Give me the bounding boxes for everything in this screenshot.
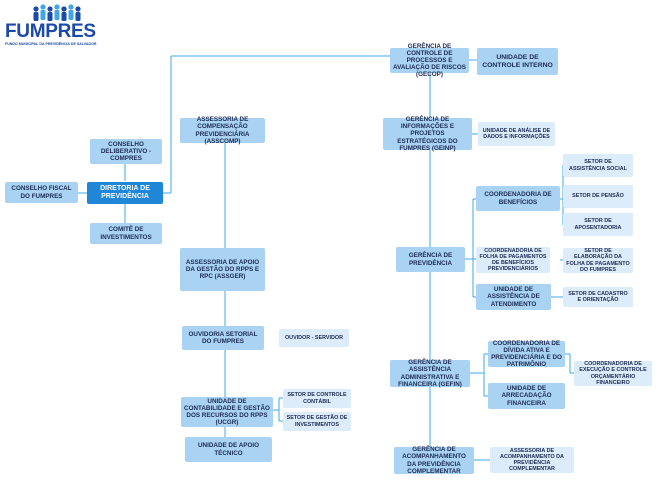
gerencia-complementar-box: GERÊNCIA DE ACOMPANHAMENTO DA PREVIDÊNCI… xyxy=(394,446,474,475)
asscomp-box: ASSESSORIA DE COMPENSAÇÃO PREVIDENCIÁRIA… xyxy=(180,116,265,145)
geinp-box: GERÊNCIA DE INFORMAÇÕES E PROJETOS ESTRA… xyxy=(383,116,472,152)
fumpres-logo xyxy=(33,4,81,21)
coord-orcamentaria-box: COORDENADORIA DE EXECUÇÃO E CONTROLE ORÇ… xyxy=(574,361,652,386)
gecop-box: GERÊNCIA DE CONTROLE DE PROCESSOS E AVAL… xyxy=(390,43,469,78)
gefin-box: GERÊNCIA DE ASSISTÊNCIA ADMINISTRATIVA E… xyxy=(390,359,470,388)
gerencia-previdencia-box: GERÊNCIA DE PREVIDÊNCIA xyxy=(396,247,465,272)
ouvidor-box: OUVIDOR - SERVIDOR xyxy=(279,329,349,347)
setor-assistencia-social-box: SETOR DE ASSISTÊNCIA SOCIAL xyxy=(563,154,633,177)
ucgr-box: UNIDADE DE CONTABILIDADE E GESTÃO DOS RE… xyxy=(181,397,273,427)
comite-box: COMITÊ DE INVESTIMENTOS xyxy=(90,223,162,244)
assessoria-complementar-box: ASSESSORIA DE ACOMPANHAMENTO DA PREVIDÊN… xyxy=(490,447,574,473)
conselho-fiscal-box: CONSELHO FISCAL DO FUMPRES xyxy=(5,182,78,203)
unidade-arrecadacao-box: UNIDADE DE ARRECADAÇÃO FINANCEIRA xyxy=(488,383,565,409)
controle-interno-box: UNIDADE DE CONTROLE INTERNO xyxy=(477,48,558,75)
apoio-tecnico-box: UNIDADE DE APOIO TÉCNICO xyxy=(185,437,272,462)
setor-folha-box: SETOR DE ELABORAÇÃO DA FOLHA DE PAGAMENT… xyxy=(563,248,633,273)
assger-box: ASSESSORIA DE APOIO DA GESTÃO DO RPPS E … xyxy=(180,248,265,291)
coord-beneficios-box: COORDENADORIA DE BENEFÍCIOS xyxy=(476,186,560,211)
logo-title: FUMPRES xyxy=(5,21,96,42)
setor-investimentos-box: SETOR DE GESTÃO DE INVESTIMENTOS xyxy=(283,412,351,431)
setor-aposentadoria-box: SETOR DE APOSENTADORIA xyxy=(563,213,633,236)
diretoria-box: DIRETORIA DE PREVIDÊNCIA xyxy=(87,182,163,204)
unidade-atendimento-box: UNIDADE DE ASSISTÊNCIA DE ATENDIMENTO xyxy=(476,284,551,310)
coord-divida-box: COORDENADORIA DE DÍVIDA ATIVA E PREVIDEN… xyxy=(488,340,565,368)
conselho-deliberativo-box: CONSELHO DELIBERATIVO - COMPRES xyxy=(90,139,162,164)
ouvidoria-box: OUVIDORIA SETORIAL DO FUMPRES xyxy=(182,326,264,350)
logo-subtitle: FUNDO MUNICIPAL DA PREVIDÊNCIA DE SALVAD… xyxy=(5,42,97,46)
coord-folha-box: COORDENADORIA DE FOLHA DE PAGAMENTOS DE … xyxy=(476,247,550,273)
setor-cadastro-box: SETOR DE CADASTRO E ORIENTAÇÃO xyxy=(563,287,633,307)
setor-pensao-box: SETOR DE PENSÃO xyxy=(563,185,633,208)
setor-contabil-box: SETOR DE CONTROLE CONTÁBIL xyxy=(283,389,351,408)
analise-dados-box: UNIDADE DE ANÁLISE DE DADOS E INFORMAÇÕE… xyxy=(478,122,555,146)
